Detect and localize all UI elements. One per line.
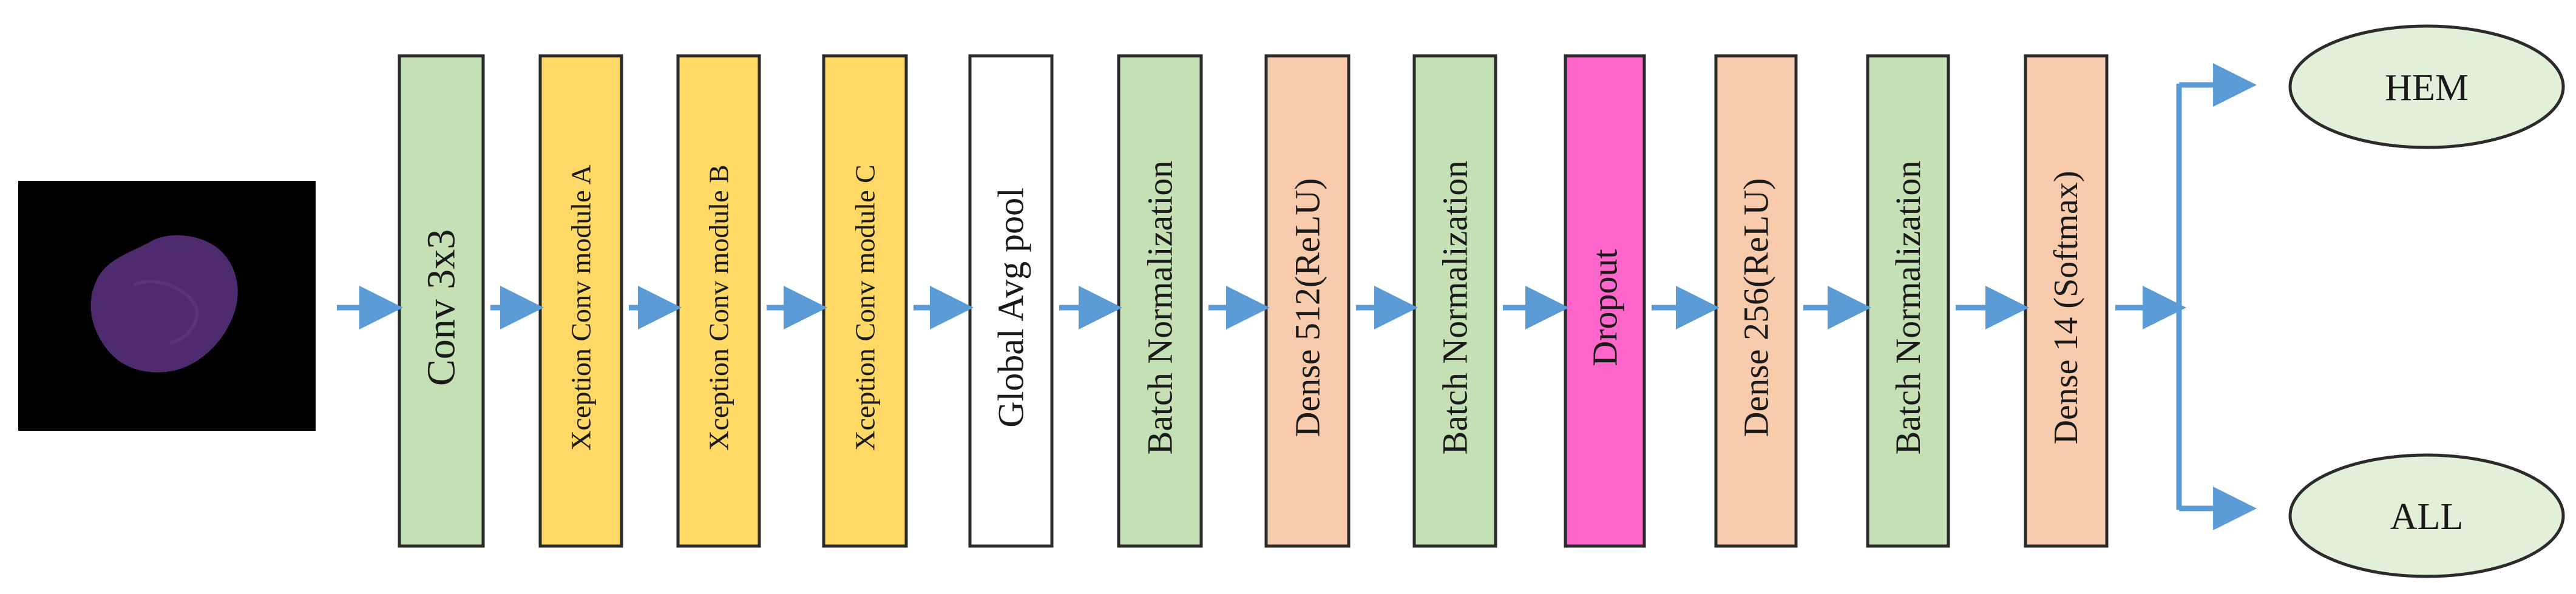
output-hem: HEM bbox=[2288, 24, 2565, 149]
layer-block-label: Conv 3x3 bbox=[419, 229, 464, 386]
layer-block-2-xception-conv-module-a: Xception Conv module A bbox=[538, 54, 623, 548]
layer-block-3-xception-conv-module-b: Xception Conv module B bbox=[676, 54, 761, 548]
layer-block-rect bbox=[1866, 54, 1950, 548]
layer-block-rect bbox=[822, 54, 908, 548]
layer-block-label: Dropout bbox=[1585, 249, 1625, 366]
output-all: ALL bbox=[2288, 453, 2565, 578]
layer-block-rect bbox=[538, 54, 623, 548]
layer-block-rect bbox=[1117, 54, 1203, 548]
layer-block-rect bbox=[1264, 54, 1351, 548]
layer-block-rect bbox=[398, 54, 485, 548]
layer-block-label: Xception Conv module B bbox=[703, 164, 734, 450]
layer-block-label: Xception Conv module A bbox=[566, 164, 597, 450]
layer-block-9-dropout: Dropout bbox=[1564, 54, 1646, 548]
output-all-label: ALL bbox=[2390, 496, 2464, 538]
layer-blocks: Conv 3x3 Xception Conv module A Xception C… bbox=[398, 54, 2109, 548]
layer-block-12-dense-14-softmax: Dense 14 (Softmax) bbox=[2024, 54, 2109, 548]
layer-block-10-dense-256-relu: Dense 256(ReLU) bbox=[1714, 54, 1798, 548]
layer-block-8-batch-normalization: Batch Normalization bbox=[1412, 54, 1497, 548]
layer-block-label: Dense 14 (Softmax) bbox=[2047, 170, 2085, 444]
layer-block-rect bbox=[968, 54, 1054, 548]
layer-block-1-conv-3x3: Conv 3x3 bbox=[398, 54, 485, 548]
layer-block-label: Batch Normalization bbox=[1888, 161, 1928, 455]
layer-block-label: Xception Conv module C bbox=[850, 164, 881, 450]
cell-blob bbox=[90, 235, 238, 373]
layer-block-label: Global Avg pool bbox=[991, 187, 1031, 428]
layer-block-label: Batch Normalization bbox=[1435, 161, 1475, 455]
layer-block-11-batch-normalization: Batch Normalization bbox=[1866, 54, 1950, 548]
layer-block-rect bbox=[2024, 54, 2109, 548]
output-all-ellipse bbox=[2288, 453, 2565, 578]
layer-block-6-batch-normalization: Batch Normalization bbox=[1117, 54, 1203, 548]
output-hem-label: HEM bbox=[2385, 67, 2469, 109]
layer-block-7-dense-512-relu: Dense 512(ReLU) bbox=[1264, 54, 1351, 548]
layer-block-4-xception-conv-module-c: Xception Conv module C bbox=[822, 54, 908, 548]
layer-block-rect bbox=[1564, 54, 1646, 548]
output-hem-ellipse bbox=[2288, 24, 2565, 149]
layer-block-label: Dense 256(ReLU) bbox=[1737, 178, 1776, 437]
layer-block-rect bbox=[1412, 54, 1497, 548]
input-image bbox=[18, 181, 316, 431]
flow-arrows bbox=[337, 63, 2257, 530]
layer-block-5-global-avg-pool: Global Avg pool bbox=[968, 54, 1054, 548]
layer-block-label: Dense 512(ReLU) bbox=[1288, 178, 1327, 437]
layer-block-label: Batch Normalization bbox=[1141, 161, 1180, 455]
